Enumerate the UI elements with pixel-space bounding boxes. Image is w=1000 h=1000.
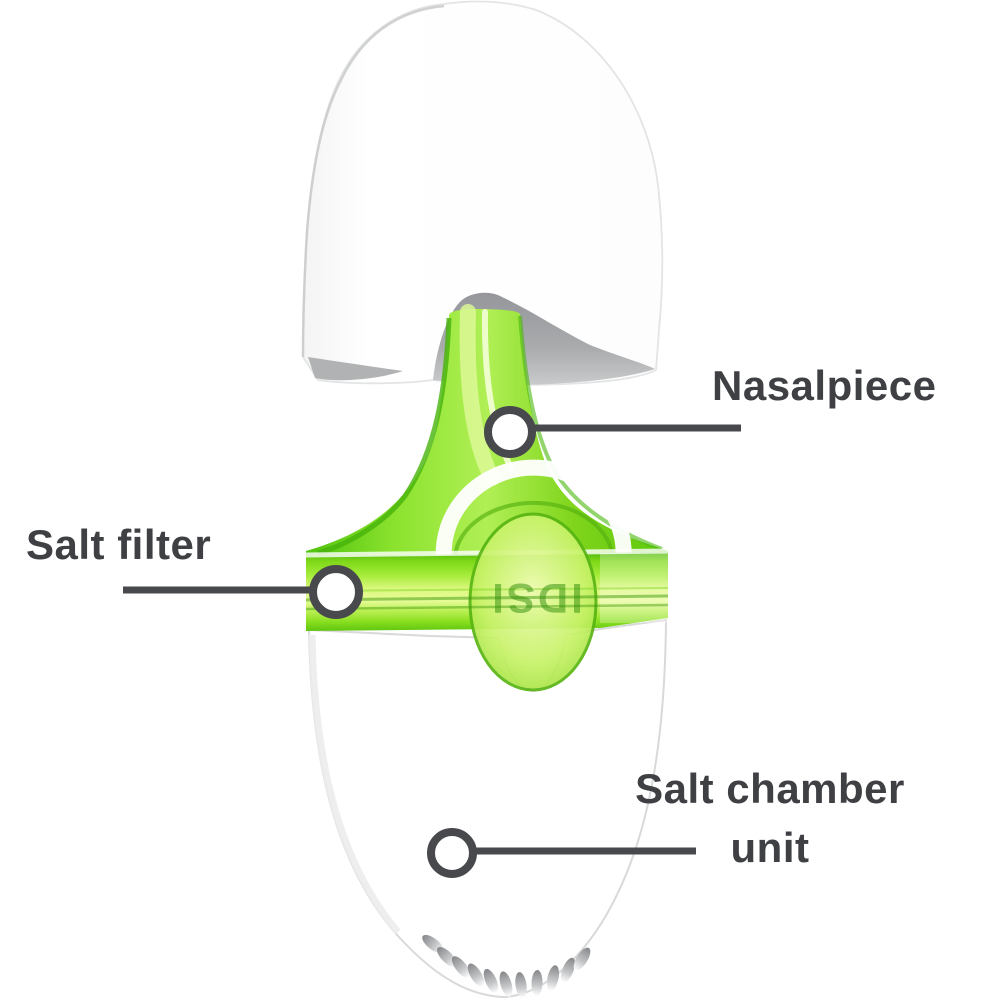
nasalpiece-marker-circle (484, 406, 536, 458)
salt-chamber-marker-circle (427, 828, 477, 878)
chamber-body (307, 618, 668, 999)
vent-holes (422, 934, 591, 998)
band-right-sheen (600, 553, 668, 623)
callout-nasalpiece: Nasalpiece (484, 362, 936, 458)
salt-chamber-label-line2: unit (731, 824, 810, 871)
callout-salt-filter: Salt filter (26, 521, 363, 619)
band-stripe-3 (305, 587, 669, 592)
band-stripe-1 (305, 594, 669, 602)
band-stripe-2 (305, 603, 669, 611)
callouts: Nasalpiece Salt filter Salt chamber unit (26, 362, 936, 878)
cap-left-lip-shadow (308, 357, 403, 381)
device: IDSI (301, 0, 669, 999)
salt-chamber-label-line1: Salt chamber (635, 765, 905, 812)
salt-filter-label: Salt filter (26, 521, 211, 568)
salt-filter-marker-circle (309, 565, 363, 619)
callout-salt-chamber: Salt chamber unit (427, 765, 905, 878)
trumpet-left-edge (317, 317, 452, 556)
device-logo: IDSI (489, 575, 583, 622)
salt-filter-part: IDSI (305, 512, 669, 692)
nasalpiece-label: Nasalpiece (712, 362, 936, 409)
trumpet-highlight-wide (459, 304, 500, 486)
cap-left-outline (301, 4, 445, 358)
salt-chamber-part (307, 618, 668, 999)
collar-arc-green (453, 500, 614, 557)
chamber-left-shading (308, 634, 401, 935)
collar-arc-white (435, 459, 632, 583)
medallion (468, 512, 598, 692)
